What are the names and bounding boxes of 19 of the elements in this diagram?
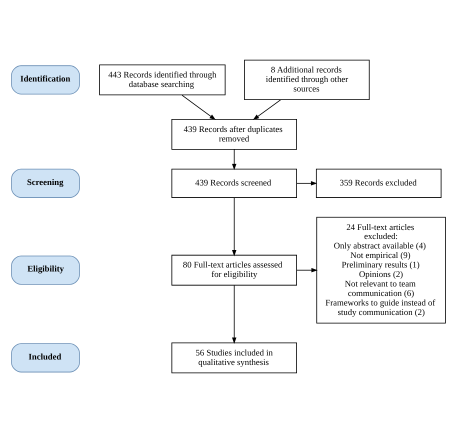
arrow [232, 197, 236, 256]
node-box: 24 Full-text articles excluded: Only abstract available (4) Not empirical (9) Preliminary results (1) Opinions (2) Not relevant to team communication (6) Frameworks to guide instead of study communication (2) [316, 216, 446, 324]
node-box: 439 Records after duplicates removed [171, 118, 297, 150]
arrow [296, 181, 318, 186]
node-box: 443 Records identified through database searching [99, 64, 226, 96]
node-box: 56 Studies included in qualitative synthesis [171, 342, 297, 374]
node-box: 80 Full-text articles assessed for eligibility [171, 254, 297, 286]
arrow [232, 285, 236, 344]
node-box: 439 Records screened [171, 168, 297, 198]
arrow [252, 99, 282, 120]
arrow [182, 94, 216, 120]
node-box: Screening [11, 168, 80, 198]
arrow [296, 268, 318, 272]
node-box: 359 Records excluded [316, 168, 442, 198]
node-box: Identification [11, 65, 80, 94]
node-box: Included [11, 343, 80, 372]
arrow [232, 148, 236, 170]
node-box: 8 Additional records identified through other sources [244, 60, 370, 100]
node-box: Eligibility [11, 256, 80, 285]
